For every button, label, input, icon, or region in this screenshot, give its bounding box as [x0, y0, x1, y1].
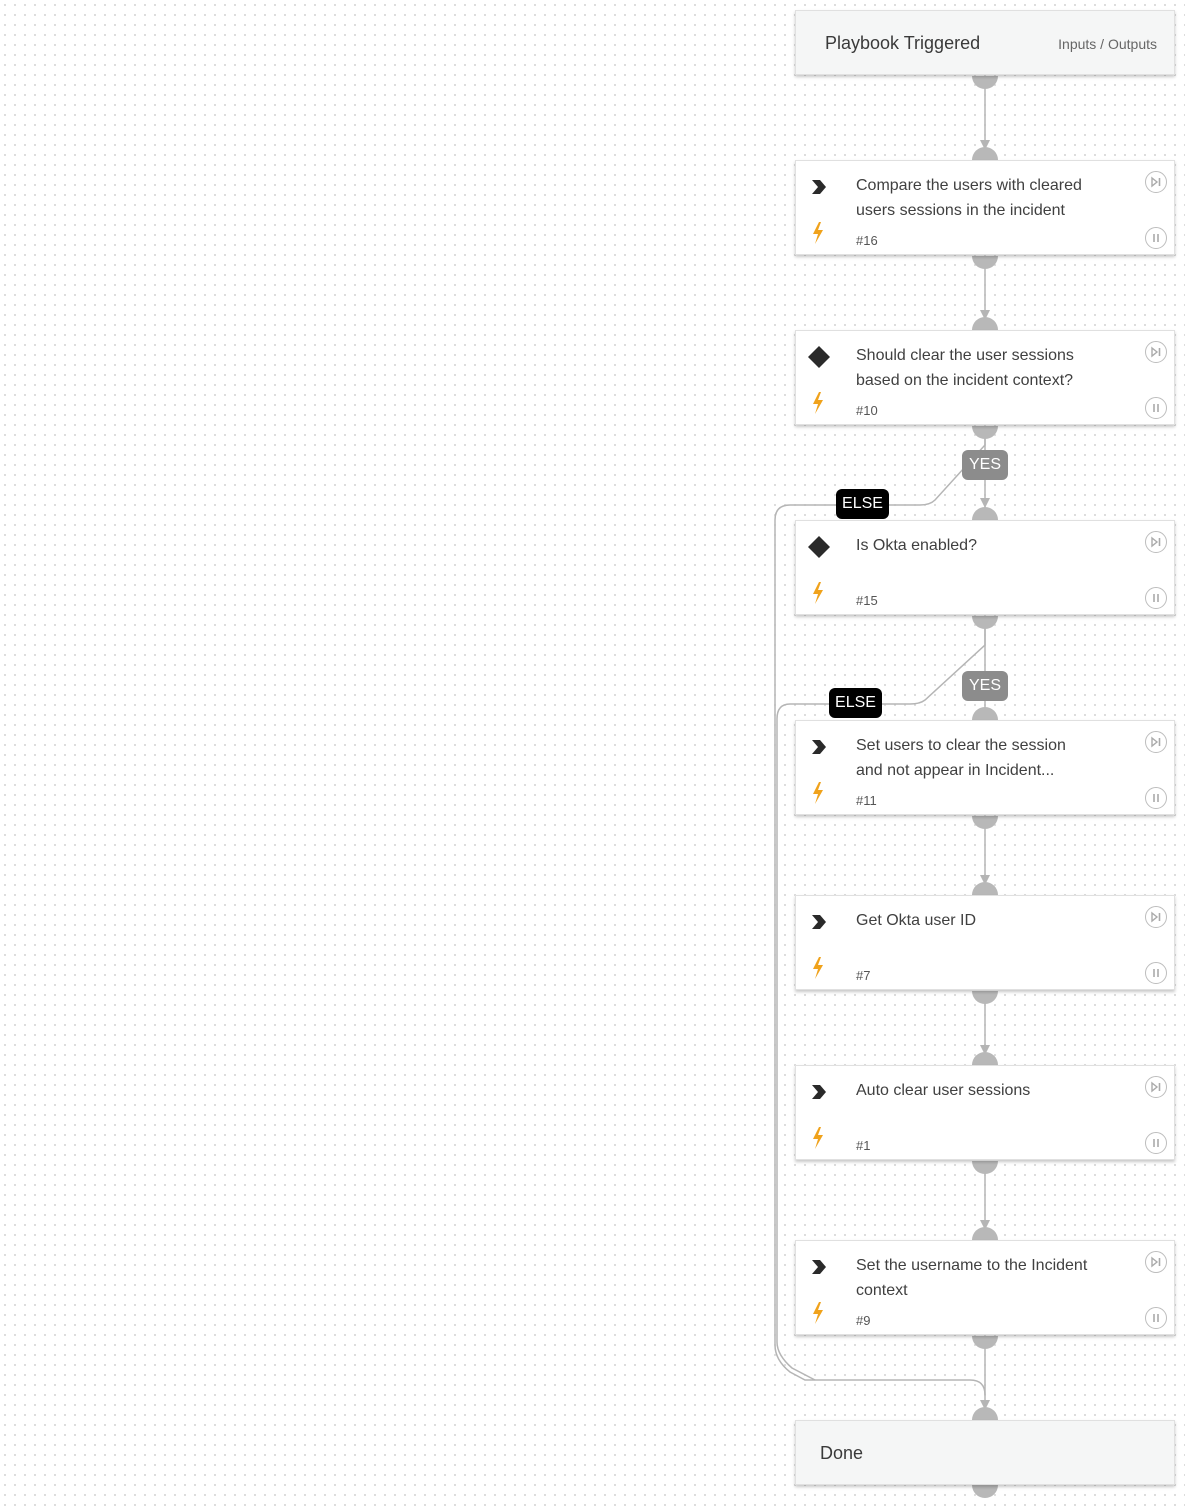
skip-icon[interactable] [1145, 171, 1167, 193]
task-title: Get Okta user ID [856, 912, 977, 929]
task-number: #16 [856, 233, 878, 248]
chevron-right-icon [808, 912, 830, 932]
else-branch-label[interactable]: ELSE [829, 688, 882, 718]
lightning-bolt-icon [810, 1301, 830, 1327]
task-title: Set users to clear the session and not a… [856, 737, 1066, 779]
task-node-7[interactable]: Get Okta user ID #7 [795, 895, 1175, 990]
inputs-outputs-link[interactable]: Inputs / Outputs [1058, 36, 1157, 52]
task-number: #11 [856, 793, 877, 808]
done-node[interactable]: Done [795, 1420, 1175, 1485]
task-number: #9 [856, 1313, 871, 1328]
task-title: Set the username to the Incident context [856, 1257, 1088, 1299]
skip-icon[interactable] [1145, 341, 1167, 363]
pause-icon[interactable] [1145, 587, 1167, 609]
task-number: #10 [856, 403, 878, 418]
pause-icon[interactable] [1145, 1307, 1167, 1329]
else-branch-label[interactable]: ELSE [836, 489, 889, 519]
yes-branch-label[interactable]: YES [962, 450, 1008, 480]
task-number: #1 [856, 1138, 871, 1153]
pause-icon[interactable] [1145, 1132, 1167, 1154]
playbook-triggered-node[interactable]: Playbook Triggered Inputs / Outputs [795, 10, 1175, 75]
lightning-bolt-icon [810, 1126, 830, 1152]
task-node-11[interactable]: Set users to clear the session and not a… [795, 720, 1175, 815]
yes-branch-label[interactable]: YES [962, 671, 1008, 701]
task-title: Should clear the user sessions based on … [856, 347, 1074, 389]
skip-icon[interactable] [1145, 731, 1167, 753]
pause-icon[interactable] [1145, 227, 1167, 249]
lightning-bolt-icon [810, 391, 830, 417]
task-node-1[interactable]: Auto clear user sessions #1 [795, 1065, 1175, 1160]
skip-icon[interactable] [1145, 531, 1167, 553]
task-number: #15 [856, 593, 878, 608]
task-node-15[interactable]: Is Okta enabled? #15 [795, 520, 1175, 615]
task-node-9[interactable]: Set the username to the Incident context… [795, 1240, 1175, 1335]
skip-icon[interactable] [1145, 1251, 1167, 1273]
chevron-right-icon [808, 1257, 830, 1277]
skip-icon[interactable] [1145, 1076, 1167, 1098]
chevron-right-icon [808, 1082, 830, 1102]
task-title: Is Okta enabled? [856, 537, 977, 554]
lightning-bolt-icon [810, 781, 830, 807]
task-node-16[interactable]: Compare the users with cleared users ses… [795, 160, 1175, 255]
task-title: Auto clear user sessions [856, 1082, 1031, 1099]
task-number: #7 [856, 968, 871, 983]
pause-icon[interactable] [1145, 787, 1167, 809]
done-title: Done [820, 1443, 864, 1463]
task-node-10[interactable]: Should clear the user sessions based on … [795, 330, 1175, 425]
pause-icon[interactable] [1145, 962, 1167, 984]
lightning-bolt-icon [810, 956, 830, 982]
diamond-icon [808, 346, 830, 368]
chevron-right-icon [808, 737, 830, 757]
chevron-right-icon [808, 177, 830, 197]
skip-icon[interactable] [1145, 906, 1167, 928]
pause-icon[interactable] [1145, 397, 1167, 419]
diamond-icon [808, 536, 830, 558]
trigger-title: Playbook Triggered [825, 33, 981, 53]
lightning-bolt-icon [810, 581, 830, 607]
task-title: Compare the users with cleared users ses… [856, 177, 1082, 219]
lightning-bolt-icon [810, 221, 830, 247]
